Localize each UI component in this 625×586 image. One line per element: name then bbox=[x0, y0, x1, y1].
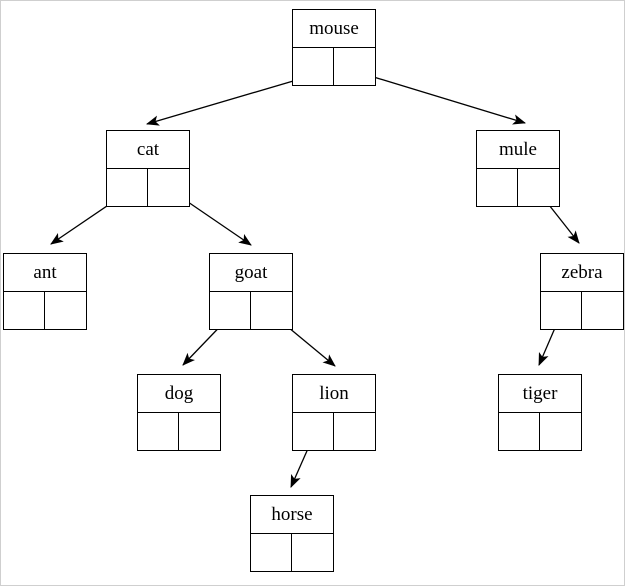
node-label-cat: cat bbox=[107, 131, 189, 169]
node-right-pointer-zebra[interactable] bbox=[582, 292, 623, 329]
node-label-dog: dog bbox=[138, 375, 220, 413]
node-pointers-lion bbox=[293, 413, 375, 450]
node-left-pointer-mouse[interactable] bbox=[293, 48, 334, 85]
node-left-pointer-ant[interactable] bbox=[4, 292, 45, 329]
node-right-pointer-goat[interactable] bbox=[251, 292, 292, 329]
node-left-pointer-zebra[interactable] bbox=[541, 292, 582, 329]
node-right-pointer-lion[interactable] bbox=[334, 413, 375, 450]
node-right-pointer-mouse[interactable] bbox=[334, 48, 375, 85]
node-label-zebra: zebra bbox=[541, 254, 623, 292]
node-label-goat: goat bbox=[210, 254, 292, 292]
node-pointers-zebra bbox=[541, 292, 623, 329]
tree-node-zebra[interactable]: zebra bbox=[540, 253, 624, 330]
node-left-pointer-cat[interactable] bbox=[107, 169, 148, 206]
node-right-pointer-cat[interactable] bbox=[148, 169, 189, 206]
node-label-lion: lion bbox=[293, 375, 375, 413]
tree-node-mouse[interactable]: mouse bbox=[292, 9, 376, 86]
node-label-mule: mule bbox=[477, 131, 559, 169]
edge-mouse-right-to-mule bbox=[353, 70, 526, 125]
node-pointers-mouse bbox=[293, 48, 375, 85]
node-label-horse: horse bbox=[251, 496, 333, 534]
node-label-tiger: tiger bbox=[499, 375, 581, 413]
node-left-pointer-dog[interactable] bbox=[138, 413, 179, 450]
node-pointers-tiger bbox=[499, 413, 581, 450]
node-right-pointer-horse[interactable] bbox=[292, 534, 333, 571]
node-left-pointer-tiger[interactable] bbox=[499, 413, 540, 450]
tree-node-tiger[interactable]: tiger bbox=[498, 374, 582, 451]
node-pointers-goat bbox=[210, 292, 292, 329]
node-right-pointer-ant[interactable] bbox=[45, 292, 86, 329]
tree-node-ant[interactable]: ant bbox=[3, 253, 87, 330]
node-left-pointer-lion[interactable] bbox=[293, 413, 334, 450]
node-pointers-dog bbox=[138, 413, 220, 450]
node-right-pointer-dog[interactable] bbox=[179, 413, 220, 450]
tree-node-goat[interactable]: goat bbox=[209, 253, 293, 330]
node-pointers-cat bbox=[107, 169, 189, 206]
tree-node-horse[interactable]: horse bbox=[250, 495, 334, 572]
node-label-mouse: mouse bbox=[293, 10, 375, 48]
node-left-pointer-horse[interactable] bbox=[251, 534, 292, 571]
tree-node-mule[interactable]: mule bbox=[476, 130, 560, 207]
node-left-pointer-goat[interactable] bbox=[210, 292, 251, 329]
node-pointers-horse bbox=[251, 534, 333, 571]
node-label-ant: ant bbox=[4, 254, 86, 292]
node-right-pointer-mule[interactable] bbox=[518, 169, 559, 206]
node-right-pointer-tiger[interactable] bbox=[540, 413, 581, 450]
tree-node-lion[interactable]: lion bbox=[292, 374, 376, 451]
node-pointers-ant bbox=[4, 292, 86, 329]
node-left-pointer-mule[interactable] bbox=[477, 169, 518, 206]
node-pointers-mule bbox=[477, 169, 559, 206]
tree-node-dog[interactable]: dog bbox=[137, 374, 221, 451]
tree-node-cat[interactable]: cat bbox=[106, 130, 190, 207]
